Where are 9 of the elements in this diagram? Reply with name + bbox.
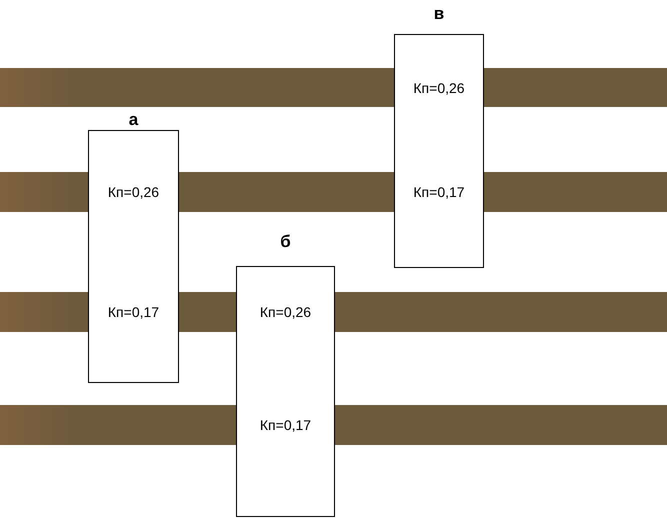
coefficient-label: Кп=0,17 (106, 303, 160, 321)
column-letter: б (279, 232, 292, 252)
coefficient-label: Кп=0,17 (412, 183, 466, 201)
coefficient-label: Кп=0,17 (258, 416, 312, 434)
coefficient-label: Кп=0,26 (258, 303, 312, 321)
column-letter: а (128, 110, 140, 130)
coefficient-label: Кп=0,26 (106, 183, 160, 201)
column-letter: в (432, 4, 446, 24)
coefficient-label: Кп=0,26 (412, 79, 466, 97)
